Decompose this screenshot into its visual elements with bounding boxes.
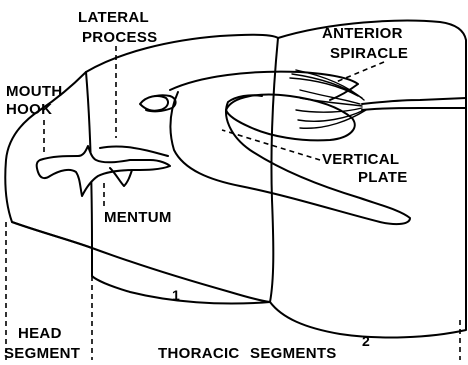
label-vertical-plate-line2: PLATE	[358, 169, 408, 186]
leader-anterior-spiracle	[336, 62, 384, 82]
label-head-segment-line1: HEAD	[18, 325, 62, 342]
ventral-outline	[12, 222, 270, 302]
label-thoracic-segments: THORACIC SEGMENTS	[158, 345, 337, 362]
label-lateral-process-line2: PROCESS	[82, 29, 157, 46]
label-mentum: MENTUM	[104, 209, 172, 226]
label-anterior-spiracle-line1: ANTERIOR	[322, 25, 403, 42]
label-vertical-plate-line1: VERTICAL	[322, 151, 399, 168]
label-lateral-process-line1: LATERAL	[78, 9, 149, 26]
mouth-hook-shape	[37, 146, 170, 196]
anterior-spiracle-fan	[290, 70, 466, 128]
lateral-process-shape	[140, 96, 168, 111]
label-anterior-spiracle-line2: SPIRACLE	[330, 45, 408, 62]
vertical-plate-loop	[170, 72, 410, 224]
vertical-plate-inner	[226, 95, 355, 141]
label-mouth-hook-line1: MOUTH	[6, 83, 63, 100]
label-mouth-hook-line2: HOOK	[6, 101, 52, 118]
labial-piece	[100, 147, 168, 157]
label-segment-number-2: 2	[362, 333, 370, 349]
label-segment-number-1: 1	[172, 287, 180, 303]
label-head-segment-line2: SEGMENT	[4, 345, 80, 362]
